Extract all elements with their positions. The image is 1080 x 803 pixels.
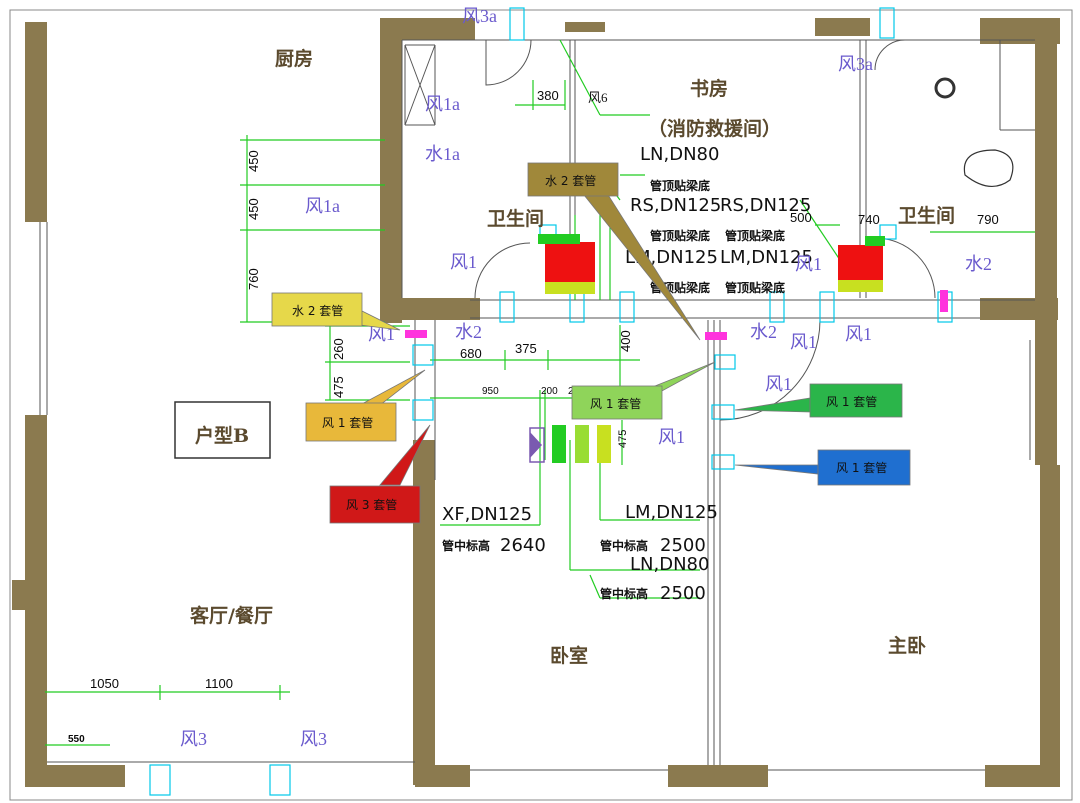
pipe-label: RS,DN125 (720, 195, 811, 216)
room-study: 书房 (690, 77, 728, 100)
interior-lines (39, 39, 1035, 771)
callout-feng1-right-green: 风 1 套管 (809, 383, 903, 418)
callout-feng1-center: 风 1 套管 (571, 385, 663, 420)
pipe-label: 2500 (660, 583, 706, 604)
svg-text:风 1 套管: 风 1 套管 (322, 415, 373, 430)
pipe-label: RS,DN125 (630, 195, 721, 216)
tag: 风1 (790, 332, 817, 352)
pipe-label: LN,DN80 (630, 554, 709, 575)
tag: 风1a (425, 94, 460, 114)
svg-text:400: 400 (618, 330, 633, 352)
room-bath-left: 卫生间 (487, 207, 544, 230)
pipe-label: LM,DN125 (720, 247, 813, 268)
pipe-label: 管中标高 (600, 538, 648, 553)
walls (12, 18, 1060, 787)
pipe-label: LN,DN80 (640, 144, 719, 165)
svg-text:水 2 套管: 水 2 套管 (545, 173, 596, 188)
callout-shui2-center: 水 2 套管 (527, 162, 619, 197)
svg-text:740: 740 (858, 212, 880, 227)
svg-text:550: 550 (68, 734, 85, 745)
svg-text:380: 380 (537, 88, 559, 103)
pipe-label: 管顶贴梁底 (725, 280, 785, 295)
tag: 风3 (180, 729, 207, 749)
unit-type: 户型B (195, 424, 249, 447)
svg-text:790: 790 (977, 212, 999, 227)
callout-pointers (359, 189, 819, 486)
tag: 水2 (965, 254, 992, 274)
svg-text:260: 260 (331, 338, 346, 360)
svg-text:475: 475 (617, 430, 629, 448)
tag: 风1 (765, 374, 792, 394)
marker (705, 332, 727, 340)
pipe-label: 2500 (660, 535, 706, 556)
room-master: 主卧 (888, 635, 926, 657)
room-kitchen: 厨房 (275, 47, 313, 70)
svg-text:680: 680 (460, 346, 482, 361)
callout-feng1-left: 风 1 套管 (305, 402, 397, 442)
pipe-label: 2640 (500, 535, 546, 556)
tag: 风6 (588, 90, 608, 105)
svg-text:1100: 1100 (205, 676, 233, 691)
marker (940, 290, 948, 312)
marker (405, 330, 427, 338)
svg-text:1050: 1050 (90, 676, 119, 691)
svg-text:475: 475 (331, 376, 346, 398)
callout-feng3-left: 风 3 套管 (329, 485, 421, 524)
tag: 风1 (450, 252, 477, 272)
tag: 风3a (462, 6, 497, 26)
tag: 风3a (838, 54, 873, 74)
svg-text:950: 950 (482, 386, 499, 397)
svg-text:500: 500 (790, 210, 812, 225)
pipe-label: LM,DN125 (625, 502, 718, 523)
drawing-border (9, 9, 1073, 801)
tag: 风1 (845, 324, 872, 344)
svg-text:风 3 套管: 风 3 套管 (346, 497, 397, 512)
svg-text:风 1 套管: 风 1 套管 (836, 460, 887, 475)
tag: 水1a (425, 144, 460, 164)
tag: 水2 (455, 322, 482, 342)
svg-text:200: 200 (541, 386, 558, 397)
pipe-label: 管中标高 (442, 538, 490, 553)
svg-text:水 2 套管: 水 2 套管 (292, 303, 343, 318)
svg-text:450: 450 (246, 198, 261, 220)
callout-shui2-left: 水 2 套管 (271, 292, 363, 327)
room-bath-right: 卫生间 (898, 204, 955, 227)
tag: 风1 (658, 427, 685, 447)
room-living: 客厅/餐厅 (190, 604, 273, 627)
svg-text:760: 760 (246, 268, 261, 290)
pipe-label: 管顶贴梁底 (725, 228, 785, 243)
pipe-label: 管顶贴梁底 (650, 178, 710, 193)
equipment-tags: 风3a 风3a 风6 风1a 水1a 风1a 风1 水2 水2 风1 风1 风1… (180, 6, 992, 749)
svg-text:风 1 套管: 风 1 套管 (826, 394, 877, 409)
dimension-texts: 380 450 450 760 260 475 680 375 400 950 … (68, 88, 999, 745)
toilet-icon (963, 149, 1014, 187)
tag: 风1 (368, 324, 395, 344)
svg-text:风 1 套管: 风 1 套管 (590, 396, 641, 411)
unit-type-box (174, 401, 271, 459)
tag: 风1 (795, 254, 822, 274)
floor-drain-icon (934, 77, 956, 99)
tag: 水2 (750, 322, 777, 342)
svg-text:450: 450 (246, 150, 261, 172)
pipe-label: 管中标高 (600, 586, 648, 601)
svg-text:2: 2 (568, 386, 574, 397)
tag: 风3 (300, 729, 327, 749)
svg-text:375: 375 (515, 341, 537, 356)
pipe-label: 管顶贴梁底 (650, 228, 710, 243)
room-study-sub: （消防救援间） (648, 117, 781, 140)
callout-feng1-right-blue: 风 1 套管 (817, 449, 911, 486)
ventilation-units (529, 234, 885, 463)
tag: 风1a (305, 196, 340, 216)
pipe-label: XF,DN125 (442, 504, 532, 525)
room-bedroom: 卧室 (550, 644, 588, 667)
